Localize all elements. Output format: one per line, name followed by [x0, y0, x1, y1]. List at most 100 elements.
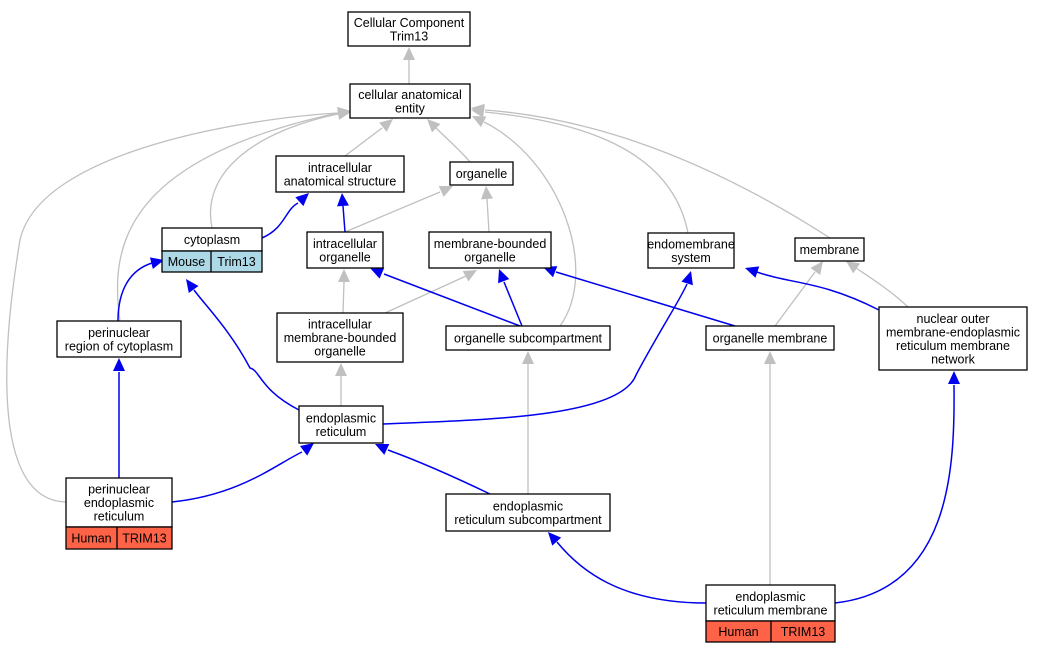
gene-symbol: TRIM13 — [781, 625, 826, 639]
node-label: reticulum membrane — [896, 339, 1010, 353]
node-box — [276, 312, 404, 363]
node-label: endoplasmic — [493, 499, 563, 513]
edge-er-to-endo-sys — [382, 283, 688, 425]
arrowhead-perinuc-er-to-cae — [337, 107, 351, 119]
arrowhead-org-membrane-to-membrane — [810, 261, 823, 276]
node-label: organelle — [464, 250, 515, 264]
edge-cytoplasm-to-cae — [209, 113, 339, 229]
edge-cytoplasm-to-ias — [261, 202, 299, 239]
node-label: system — [671, 251, 711, 265]
edge-endo-sys-to-cae — [484, 111, 689, 234]
edge-nuc-outer-to-membrane — [855, 267, 909, 308]
node-label: membrane-endoplasmic — [886, 325, 1020, 339]
arrowhead-mbo-to-organelle — [481, 186, 493, 200]
edge-er-to-cytoplasm — [193, 289, 300, 411]
edge-org-subcomp-to-cae — [483, 121, 577, 327]
node-label: organelle subcompartment — [454, 332, 603, 346]
node-label: intracellular — [308, 318, 372, 332]
edge-er-membrane-to-er-subcomp — [556, 541, 707, 604]
edge-organelle-to-cae — [435, 127, 471, 163]
arrowhead-org-membrane-to-mbo — [543, 266, 558, 278]
node-org-membrane[interactable]: organelle membrane — [705, 325, 835, 351]
arrowhead-perinuc-cyto-er-to-perinuc-cyto — [113, 358, 125, 371]
arrowhead-cae-to-root — [403, 47, 415, 60]
node-label: membrane-bounded — [284, 331, 397, 345]
node-label: membrane-bounded — [434, 237, 547, 251]
arrowhead-ias-to-cae — [379, 119, 393, 132]
node-box — [306, 231, 384, 269]
node-label: Cellular Component — [354, 16, 465, 30]
node-box — [445, 325, 611, 351]
node-box — [705, 325, 835, 351]
node-box — [878, 306, 1028, 371]
arrowhead-org-subcomp-to-io — [370, 267, 385, 279]
arrowhead-io-to-ias — [337, 193, 349, 207]
arrowhead-nuc-outer-to-endo-sys — [745, 266, 760, 278]
arrowhead-er-membrane-to-org-membrane — [764, 351, 776, 364]
node-box — [647, 232, 735, 269]
node-box — [794, 237, 865, 262]
node-membrane[interactable]: membrane — [794, 237, 865, 262]
node-nuc-outer[interactable]: nuclear outermembrane-endoplasmicreticul… — [878, 306, 1028, 371]
node-label: Trim13 — [390, 29, 428, 43]
edge-org-membrane-to-mbo — [555, 271, 736, 327]
arrowhead-er-to-imbo — [335, 363, 347, 376]
node-label: endomembrane — [647, 237, 735, 251]
node-box — [275, 155, 405, 193]
arrowhead-membrane-to-cae — [471, 103, 485, 116]
edge-mbo-to-organelle — [486, 198, 490, 233]
edge-ias-to-cae — [344, 127, 383, 157]
node-label: network — [931, 352, 976, 366]
node-box — [65, 477, 173, 528]
arrowhead-er-membrane-to-nuc-outer — [948, 371, 960, 384]
edge-io-to-ias — [342, 205, 346, 233]
arrowhead-org-subcomp-to-cae — [472, 116, 487, 128]
arrowhead-er-to-endo-sys — [681, 271, 693, 286]
node-box — [298, 405, 384, 444]
edge-er-membrane-to-nuc-outer — [834, 384, 955, 604]
node-label: endoplasmic — [735, 590, 805, 604]
arrowhead-perinuc-er-to-er — [300, 443, 314, 456]
arrowhead-perinuc-cyto-to-cytoplasm — [149, 257, 164, 269]
node-label: cellular anatomical — [358, 88, 462, 102]
edge-perinuc-er-to-er — [171, 451, 303, 503]
arrowhead-organelle-to-cae — [427, 119, 441, 133]
arrowhead-er-to-cytoplasm — [186, 279, 199, 294]
node-label: organelle — [319, 250, 370, 264]
arrowhead-er-subcomp-to-org-subcomp — [522, 351, 534, 364]
node-label: membrane — [800, 243, 860, 257]
node-org-subcomp[interactable]: organelle subcompartment — [445, 325, 611, 351]
node-box — [445, 493, 611, 532]
species-name: Human — [718, 625, 758, 639]
arrowhead-er-membrane-to-er-subcomp — [548, 532, 562, 546]
arrowhead-cytoplasm-to-ias — [295, 193, 309, 207]
edge-nuc-outer-to-endo-sys — [756, 271, 880, 311]
arrowhead-er-subcomp-to-er — [375, 444, 390, 455]
node-label: perinuclear — [88, 483, 150, 497]
arrowhead-org-subcomp-to-mbo — [498, 269, 510, 284]
node-label: nuclear outer — [917, 312, 990, 326]
edge-membrane-to-cae — [484, 109, 831, 239]
species-name: Mouse — [168, 255, 206, 269]
node-organelle[interactable]: organelle — [449, 161, 514, 186]
node-label: organelle — [456, 167, 507, 181]
arrowhead-imbo-to-io — [338, 269, 350, 282]
edge-perinuc-cyto-to-cytoplasm — [117, 262, 153, 322]
edge-imbo-to-io — [342, 281, 345, 314]
edge-imbo-to-mbo — [384, 275, 467, 314]
edge-org-membrane-to-membrane — [774, 271, 816, 327]
